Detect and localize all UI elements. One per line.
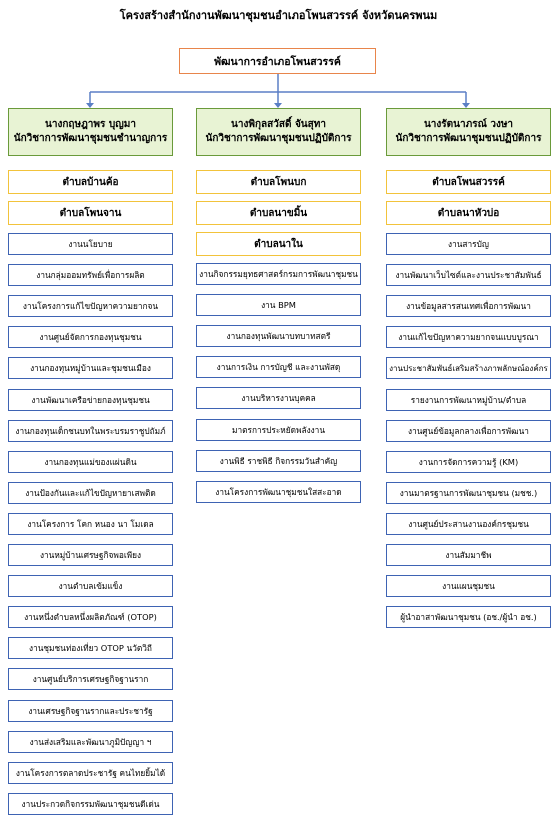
column-1-item: งานกองทุนหมู่บ้านและชุมชนเมือง: [8, 357, 173, 380]
column-3-head: นางรัตนาภรณ์ วงษา นักวิชาการพัฒนาชุมชนปฏ…: [386, 108, 551, 156]
column-3-sub-2: ตำบลนาหัวบ่อ: [386, 201, 551, 225]
column-3-sub-1: ตำบลโพนสวรรค์: [386, 170, 551, 194]
column-1-item: งานโครงการ โคก หนอง นา โมเดล: [8, 512, 173, 535]
column-1-item: งานหมู่บ้านเศรษฐกิจพอเพียง: [8, 544, 173, 566]
column-2-sub-2: ตำบลนาขมิ้น: [196, 201, 361, 225]
column-1-item: งานส่งเสริมและพัฒนาภูมิปัญญา ฯ: [8, 730, 173, 753]
column-1-position: นักวิชาการพัฒนาชุมชนชำนาญการ: [13, 133, 168, 144]
column-1-head: นางกฤษฎาพร บุญมา นักวิชาการพัฒนาชุมชนชำน…: [8, 108, 173, 156]
column-3-item: งานแก้ไขปัญหาความยากจนแบบบูรณา: [386, 326, 551, 349]
column-1-item: งานหนึ่งตำบลหนึ่งผลิตภัณฑ์ (OTOP): [8, 606, 173, 629]
top-position-box: พัฒนาการอำเภอโพนสวรรค์: [179, 48, 376, 74]
column-1-item: งานกองทุนแม่ของแผ่นดิน: [8, 450, 173, 473]
column-2-head: นางพิกุลสวัสดิ์ จันสุทา นักวิชาการพัฒนาช…: [196, 108, 361, 156]
column-1-item: งานชุมชนท่องเที่ยว OTOP นวัตวิถี: [8, 637, 173, 660]
column-1-item: งานกองทุนเด็กชนบทในพระบรมราชูปถัมภ์: [8, 419, 173, 442]
column-1-item: งานโครงการตลาดประชารัฐ คนไทยยิ้มได้: [8, 761, 173, 784]
column-3-item: งานพัฒนาเว็บไซต์และงานประชาสัมพันธ์: [386, 264, 551, 287]
column-2-sub-1: ตำบลโพนบก: [196, 170, 361, 194]
column-3-item: งานแผนชุมชน: [386, 575, 551, 598]
column-3-item: งานข้อมูลสารสนเทศเพื่อการพัฒนา: [386, 295, 551, 318]
column-2-item: งาน BPM: [196, 294, 361, 317]
column-3-position: นักวิชาการพัฒนาชุมชนปฏิบัติการ: [395, 133, 542, 144]
column-1-item: งานกลุ่มออมทรัพย์เพื่อการผลิต: [8, 264, 173, 287]
column-3-item: งานมาตรฐานการพัฒนาชุมชน (มชช.): [386, 481, 551, 504]
column-3-item: รายงานการพัฒนาหมู่บ้าน/ตำบล: [386, 388, 551, 411]
chart-title: โครงสร้างสำนักงานพัฒนาชุมชนอำเภอโพนสวรรค…: [119, 9, 438, 22]
column-1-item: งานโครงการแก้ไขปัญหาความยากจน: [8, 295, 173, 318]
column-1-item: งานตำบลเข้มแข็ง: [8, 575, 173, 598]
column-1-item: งานประกวดกิจกรรมพัฒนาชุมชนดีเด่น: [8, 792, 173, 815]
column-2-item: มาตรการประหยัดพลังงาน: [196, 418, 361, 441]
column-3-item: งานสารบัญ: [386, 233, 551, 255]
column-2-item: งานกิจกรรมยุทธศาสตร์กรมการพัฒนาชุมชน: [196, 263, 361, 285]
column-3-item: งานศูนย์ข้อมูลกลางเพื่อการพัฒนา: [386, 419, 551, 442]
column-3-name: นางรัตนาภรณ์ วงษา: [423, 119, 514, 130]
column-2-name: นางพิกุลสวัสดิ์ จันสุทา: [231, 119, 326, 130]
column-3-item: ผู้นำอาสาพัฒนาชุมชน (อช./ผู้นำ อช.): [386, 606, 551, 629]
column-3-item: งานการจัดการความรู้ (KM): [386, 450, 551, 473]
column-1-item: งานนโยบาย: [8, 233, 173, 255]
column-2-item: งานโครงการพัฒนาชุมชนใสสะอาด: [196, 480, 361, 503]
column-1-sub-1: ตำบลบ้านค้อ: [8, 170, 173, 194]
column-2-item: งานพิธี ราชพิธี กิจกรรมวันสำคัญ: [196, 449, 361, 472]
column-1-item: งานเศรษฐกิจฐานรากและประชารัฐ: [8, 699, 173, 722]
column-1-name: นางกฤษฎาพร บุญมา: [45, 119, 136, 130]
column-2-sub-3: ตำบลนาใน: [196, 232, 361, 256]
column-3-item: งานสัมมาชีพ: [386, 544, 551, 566]
column-1-item: งานศูนย์จัดการกองทุนชุมชน: [8, 326, 173, 349]
column-1-item: งานป้องกันและแก้ไขปัญหายาเสพติด: [8, 481, 173, 504]
column-2-item: งานการเงิน การบัญชี และงานพัสดุ: [196, 356, 361, 379]
column-3-item: งานศูนย์ประสานงานองค์กรชุมชน: [386, 512, 551, 535]
column-2-item: งานบริหารงานบุคคล: [196, 387, 361, 410]
column-1-sub-2: ตำบลโพนจาน: [8, 201, 173, 225]
column-3-item: งานประชาสัมพันธ์เสริมสร้างภาพลักษณ์องค์ก…: [386, 357, 551, 380]
column-2-item: งานกองทุนพัฒนาบทบาทสตรี: [196, 325, 361, 348]
column-1-item: งานพัฒนาเครือข่ายกองทุนชุมชน: [8, 388, 173, 411]
column-2-position: นักวิชาการพัฒนาชุมชนปฏิบัติการ: [205, 133, 352, 144]
column-1-item: งานศูนย์บริการเศรษฐกิจฐานราก: [8, 668, 173, 691]
